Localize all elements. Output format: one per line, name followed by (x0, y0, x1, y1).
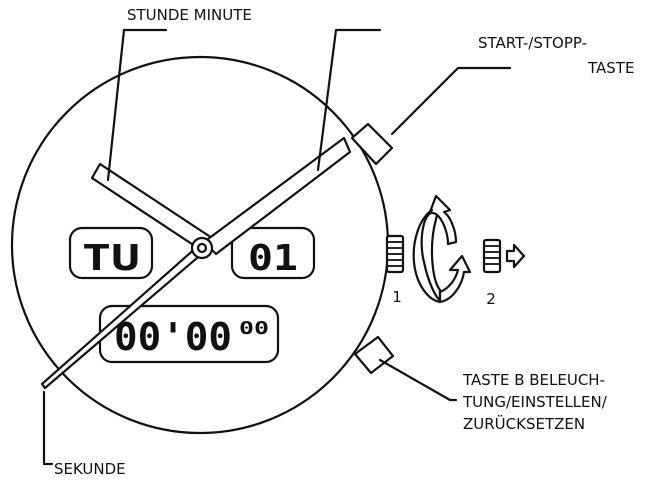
crown-position-1 (385, 234, 405, 274)
day-display: TU (68, 226, 154, 280)
svg-text:00: 00 (239, 318, 269, 339)
hour-minute-label: STUNDE MINUTE (127, 6, 252, 24)
start-stop-label-2: TASTE (587, 59, 634, 77)
svg-text:01: 01 (248, 238, 298, 279)
crown-pos-1-label: 1 (392, 288, 402, 306)
button-b-label-2: TUNG/EINSTELLEN/ (462, 393, 608, 411)
leader-minute (316, 28, 382, 172)
button-b-label-3: ZURÜCKSETZEN (463, 414, 585, 433)
start-stop-button (350, 122, 394, 166)
pull-out-arrow-icon (505, 243, 526, 269)
start-stop-label-1: START-/STOPP- (478, 34, 587, 52)
svg-text:TU: TU (82, 238, 140, 279)
button-b-label-1: TASTE B BELEUCH- (462, 371, 605, 389)
date-display: 01 (230, 226, 316, 280)
minute-hand (202, 136, 352, 256)
svg-text:00'00: 00'00 (114, 315, 232, 359)
button-b (353, 335, 395, 375)
second-label: SEKUNDE (54, 460, 126, 478)
crown-position-2 (482, 238, 502, 274)
leader-button-b (378, 358, 458, 402)
leader-second (42, 390, 54, 466)
crown-pos-2-label: 2 (486, 290, 496, 308)
chrono-display: 00'00 00 (98, 304, 280, 364)
leader-hour (106, 28, 168, 182)
leader-start-stop (390, 66, 512, 136)
rotation-arrow-icon (412, 194, 472, 304)
